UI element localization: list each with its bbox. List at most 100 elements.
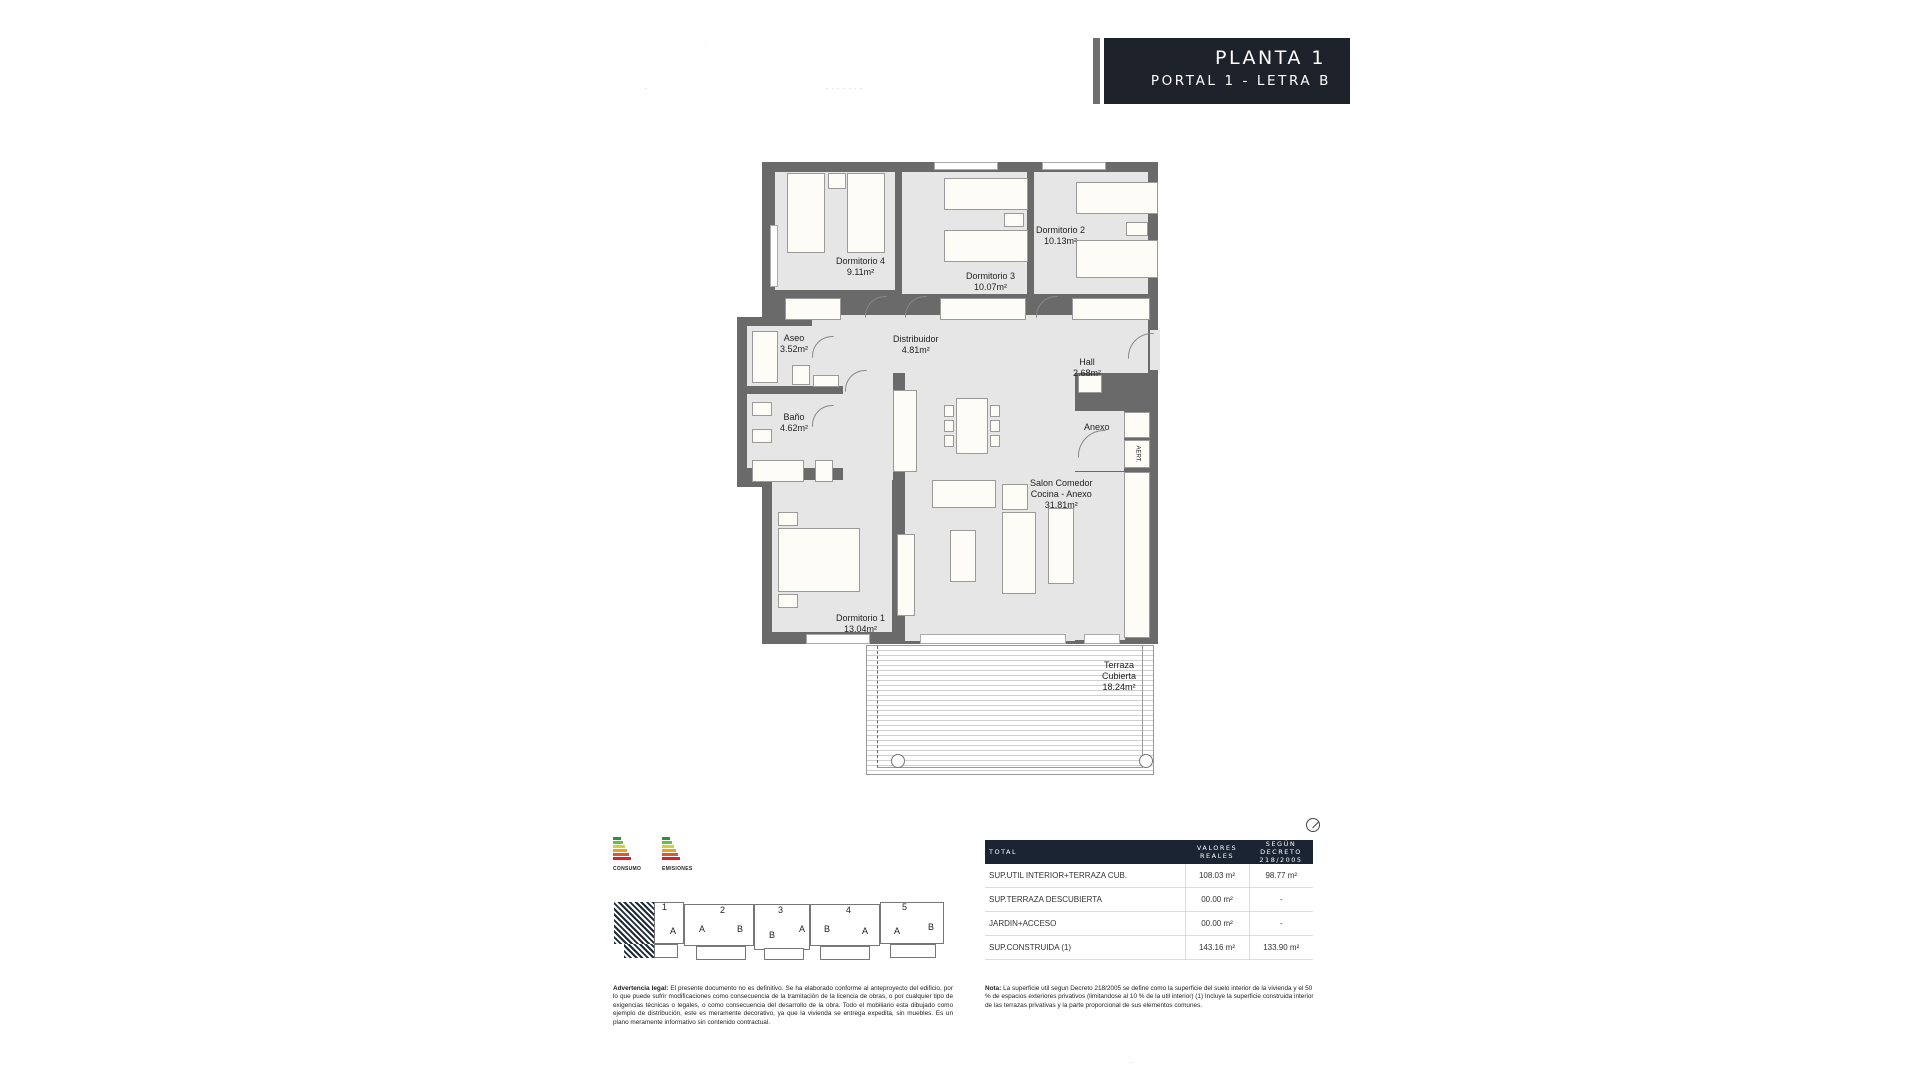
wardrobe xyxy=(893,390,917,472)
unit-letter: B xyxy=(928,922,935,932)
emisiones-label: EMISIONES xyxy=(662,866,693,872)
faint-mark: - xyxy=(1130,1060,1132,1066)
hall-cabinet xyxy=(1078,375,1102,393)
balcony-block xyxy=(764,948,804,960)
row-real: 00.00 m² xyxy=(1184,911,1249,936)
entrance-door-opening xyxy=(1150,330,1160,370)
chair xyxy=(990,420,1000,432)
plan-header: PLANTA 1 PORTAL 1 - LETRA B xyxy=(1104,38,1350,104)
row-decreto: 98.77 m² xyxy=(1248,864,1313,888)
chair xyxy=(990,405,1000,417)
balcony-block xyxy=(654,944,678,958)
sink xyxy=(752,402,772,416)
sofa xyxy=(932,480,996,508)
row-decreto: 133.90 m² xyxy=(1248,935,1313,960)
unit-letter: A xyxy=(799,924,806,934)
room-label-anexo: Anexo xyxy=(1084,422,1110,432)
balcony-block xyxy=(820,946,870,960)
aert-unit: AERT. xyxy=(1124,440,1150,468)
nightstand xyxy=(1004,213,1024,227)
bed xyxy=(1076,182,1158,214)
row-decreto: - xyxy=(1248,887,1313,912)
faint-mark: - xyxy=(645,86,647,92)
chair xyxy=(944,420,954,432)
legal-notice: Advertencia legal: El presente documento… xyxy=(613,985,953,1027)
bed xyxy=(1076,240,1158,278)
col-reales: VALORES REALES xyxy=(1185,840,1249,864)
nightstand xyxy=(778,512,798,526)
unit-block xyxy=(810,904,880,946)
toilet xyxy=(815,460,833,482)
bed xyxy=(847,173,885,253)
terrace xyxy=(866,645,1154,775)
sink xyxy=(752,429,772,443)
legal-title: Advertencia legal: xyxy=(613,985,669,992)
portal-number: 1 xyxy=(662,902,668,912)
col-decreto: SEGÚN DECRETO 218/2005 xyxy=(1249,840,1313,864)
energy-emisiones: EMISIONES xyxy=(662,837,692,872)
highlighted-unit xyxy=(624,944,654,958)
note-text: La superficie util segun Decreto 218/200… xyxy=(985,985,1314,1009)
north-compass-icon xyxy=(1306,818,1320,832)
room-kitchen xyxy=(1075,472,1125,640)
bathtub xyxy=(752,460,804,482)
column-icon xyxy=(891,754,905,768)
row-label: SUP.UTIL INTERIOR+TERRAZA CUB. xyxy=(985,864,1185,888)
kitchen-counter xyxy=(1124,472,1150,638)
consumo-label: CONSUMO xyxy=(613,866,642,872)
unit-letter: A xyxy=(699,924,706,934)
sofa xyxy=(1002,512,1036,594)
chair xyxy=(944,435,954,447)
column-icon xyxy=(1139,754,1153,768)
portal-number: 5 xyxy=(902,902,908,912)
unit-letter: A xyxy=(862,926,869,936)
row-label: SUP.TERRAZA DESCUBIERTA xyxy=(985,887,1185,912)
header-accent-bar xyxy=(1093,38,1100,104)
tv-unit xyxy=(897,534,915,616)
balcony-block xyxy=(890,944,936,958)
areas-table: TOTAL VALORES REALES SEGÚN DECRETO 218/2… xyxy=(985,840,1313,960)
wardrobe xyxy=(785,298,841,320)
row-decreto: - xyxy=(1248,911,1313,936)
row-real: 108.03 m² xyxy=(1184,864,1249,888)
unit-letter: A xyxy=(894,926,901,936)
bed xyxy=(944,230,1028,262)
unit-letter: A xyxy=(670,926,677,936)
portal-number: 3 xyxy=(778,905,784,915)
washing-machine xyxy=(1124,412,1150,438)
legal-text: El presente documento no es definitivo. … xyxy=(613,985,953,1026)
floor-title: PLANTA 1 xyxy=(1215,47,1326,69)
window xyxy=(920,634,1066,644)
window xyxy=(770,225,778,287)
sink xyxy=(813,375,839,387)
table-row: SUP.UTIL INTERIOR+TERRAZA CUB. 108.03 m²… xyxy=(985,864,1313,888)
energy-rating-bars-icon xyxy=(613,837,641,860)
bed xyxy=(944,178,1028,210)
nightstand xyxy=(778,594,798,608)
aert-label: AERT. xyxy=(1134,445,1140,463)
unit-letter: B xyxy=(769,930,776,940)
col-total: TOTAL xyxy=(985,840,1185,864)
chair xyxy=(990,435,1000,447)
window xyxy=(1042,162,1106,170)
wardrobe xyxy=(940,298,1026,320)
portal-number: 2 xyxy=(720,905,726,915)
table-header-row: TOTAL VALORES REALES SEGÚN DECRETO 218/2… xyxy=(985,840,1313,864)
wardrobe xyxy=(1072,298,1150,320)
row-real: 143.16 m² xyxy=(1184,935,1249,960)
table-row: SUP.TERRAZA DESCUBIERTA 00.00 m² - xyxy=(985,887,1313,912)
armchair xyxy=(1002,484,1028,510)
toilet xyxy=(792,365,810,385)
energy-consumo: CONSUMO xyxy=(613,837,641,872)
terrace-railing xyxy=(877,646,1143,768)
unit-subtitle: PORTAL 1 - LETRA B xyxy=(1150,73,1331,89)
balcony-block xyxy=(696,946,746,960)
kitchen-island xyxy=(1048,508,1074,584)
room-distribuidor xyxy=(812,315,1148,373)
nightstand xyxy=(1126,222,1148,236)
